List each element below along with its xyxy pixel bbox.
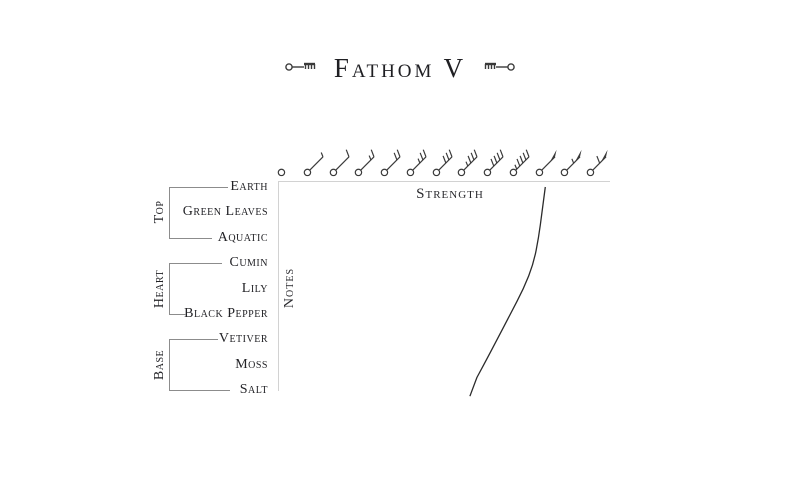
- wind-barb-pennant-half-icon: [561, 149, 583, 177]
- wind-barb-3-icon: [432, 149, 453, 177]
- note-label: Moss: [235, 356, 268, 372]
- wind-barb-half-icon: [303, 152, 324, 177]
- wind-barb-calm-icon: [277, 168, 286, 177]
- note-label: Green Leaves: [182, 204, 268, 220]
- x-axis-line: [278, 181, 610, 182]
- group-bracket: [169, 263, 222, 265]
- group-bracket: [169, 237, 212, 239]
- note-label: Salt: [239, 382, 268, 398]
- wind-barb-2-icon: [380, 149, 401, 177]
- wind-barb-pennant-icon: [535, 149, 557, 177]
- group-bracket: [169, 263, 170, 314]
- note-label: Cumin: [229, 255, 268, 271]
- note-label: Aquatic: [217, 229, 268, 245]
- wind-barb-2-half-icon: [406, 149, 427, 177]
- key-ornament-left-icon: [284, 59, 320, 78]
- wind-barb-1-half-icon: [354, 149, 375, 177]
- group-bracket: [169, 314, 186, 315]
- note-label: Black Pepper: [184, 306, 268, 321]
- wind-barb-4-icon: [483, 149, 504, 177]
- group-bracket: [169, 390, 230, 392]
- page-title: Fathom V: [333, 53, 467, 83]
- group-bracket: [169, 339, 218, 341]
- note-label: Lily: [241, 280, 268, 296]
- title-row: Fathom V: [0, 50, 800, 86]
- key-ornament-right-icon: [480, 59, 516, 78]
- strength-tick-row: [276, 147, 611, 178]
- group-bracket: [169, 187, 228, 188]
- wind-barb-1-icon: [329, 149, 350, 177]
- note-label: Vetiver: [218, 331, 268, 347]
- wind-barb-3-half-icon: [458, 149, 478, 177]
- wind-barb-4-half-icon: [509, 149, 530, 177]
- note-label: Earth: [230, 179, 268, 194]
- y-axis-line: [278, 181, 279, 391]
- x-axis-label: Strength: [416, 186, 484, 202]
- group-bracket: [169, 339, 170, 391]
- wind-barb-pennant-1-icon: [586, 149, 608, 177]
- group-bracket: [169, 187, 170, 238]
